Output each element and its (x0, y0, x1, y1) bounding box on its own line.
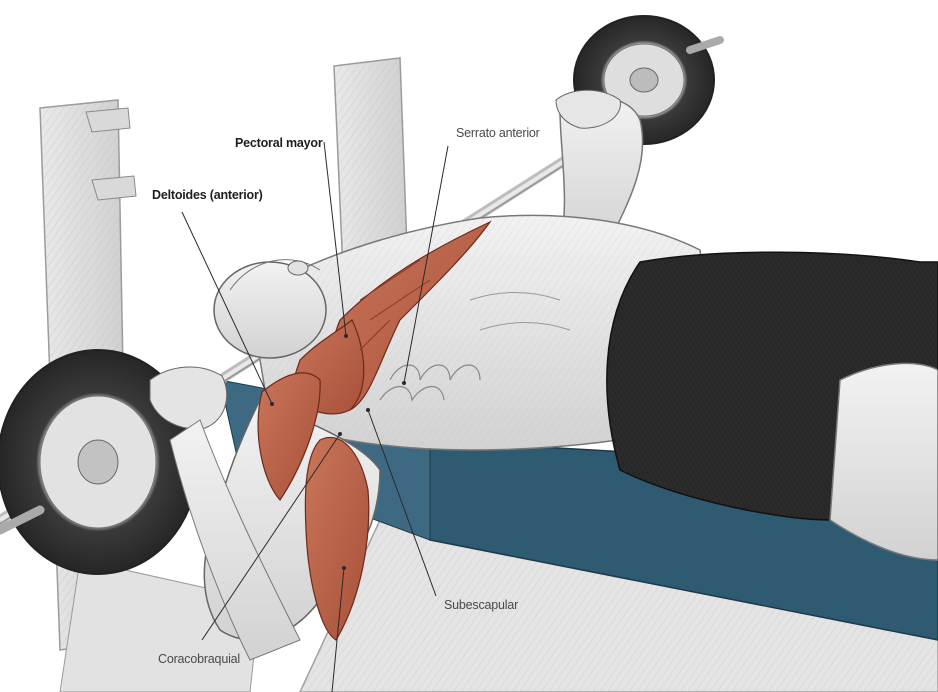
label-deltoides-anterior: Deltoides (anterior) (152, 188, 263, 202)
lifter-shorts (606, 251, 938, 521)
label-coracobraquial: Coracobraquial (158, 652, 240, 666)
leader-coracobraquial (201, 433, 341, 641)
leader-serrato-anterior (403, 145, 449, 384)
lifter-head (213, 259, 327, 359)
leader-deltoides-anterior (181, 211, 273, 405)
muscle-coracobraquial-biceps (304, 436, 370, 641)
label-serrato-anterior: Serrato anterior (456, 126, 540, 140)
label-pectoral-mayor: Pectoral mayor (235, 136, 323, 150)
lifter-legs (829, 362, 938, 561)
label-subescapular: Subescapular (444, 598, 519, 612)
weight-plate-near (0, 349, 199, 575)
leader-bottom (331, 567, 345, 692)
leader-lines (181, 141, 449, 692)
lifter-far-arm (555, 89, 644, 251)
leader-pectoral-mayor (323, 141, 347, 337)
leader-subescapular (367, 409, 437, 597)
leader-dots (270, 334, 406, 570)
